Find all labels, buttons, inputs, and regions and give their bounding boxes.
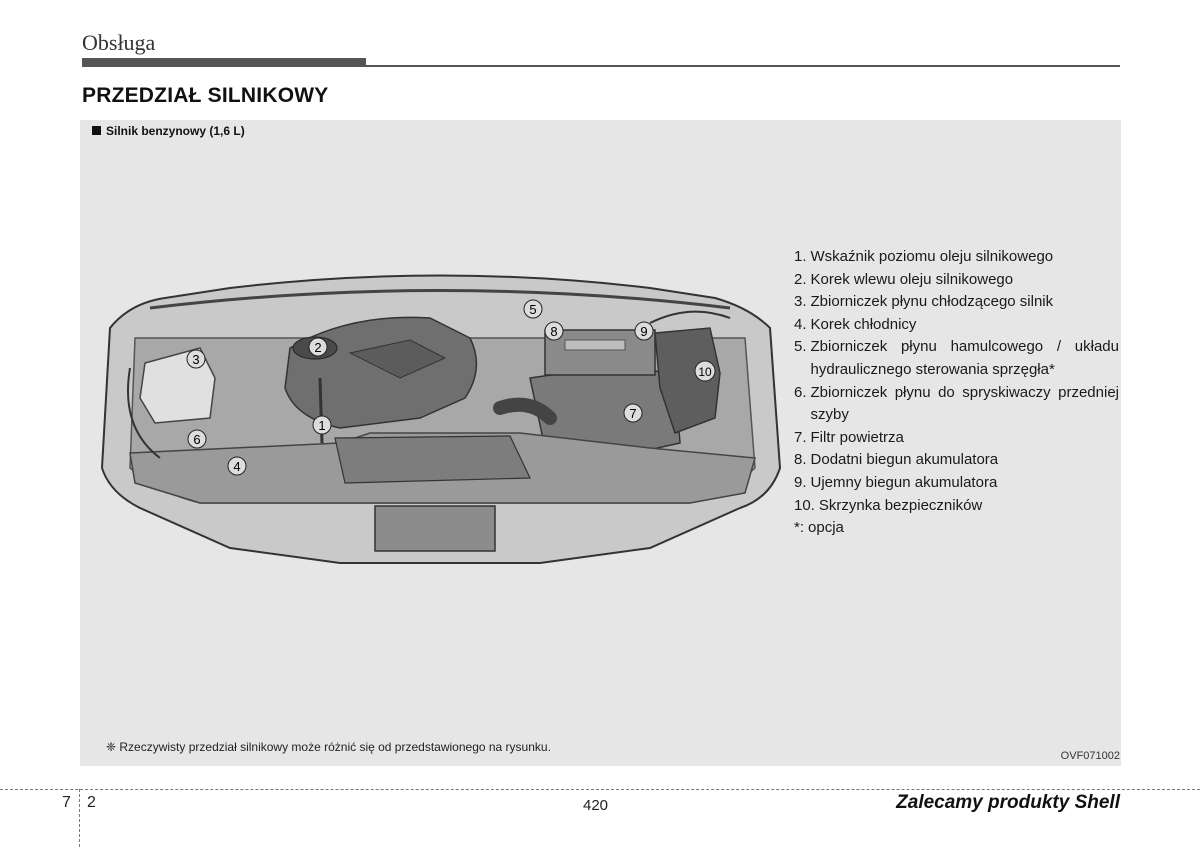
section-title: Obsługa [82,30,156,55]
callout-7: 7 [623,403,643,423]
legend-list: 1.Wskaźnik poziomu oleju silnikowego 2.K… [794,246,1119,540]
figure-code: OVF071002 [1060,750,1120,762]
legend-item: *:opcja [794,519,844,537]
footer-brand: Zalecamy produkty Shell [896,792,1120,813]
svg-text:5: 5 [529,302,536,317]
legend-item: 7.Filtr powietrza [794,428,904,446]
engine-cover-ridge [348,339,447,379]
page-title: PRZEDZIAŁ SILNIKOWY [82,84,329,107]
callout-4: 4 [227,456,247,476]
legend-item: 8.Dodatni biegun akumulatora [794,451,999,469]
svg-text:8: 8 [550,324,557,339]
legend-item: 5.Zbiorniczek płynu hamulcowego / układu… [794,338,1119,378]
chapter-number: 7 [62,794,71,811]
legend-item: 1.Wskaźnik poziomu oleju silnikowego [794,248,1054,265]
legend-item: 2.Korek wlewu oleju silnikowego [794,270,1014,288]
square-bullet-icon [92,126,101,135]
svg-text:4: 4 [233,459,240,474]
svg-text:3: 3 [192,352,199,367]
header-rule [366,65,1120,67]
callout-1: 1 [312,415,332,435]
washer-hose [127,367,161,459]
svg-text:7: 7 [629,406,636,421]
page-in-chapter: 2 [87,794,96,811]
engine-bay-illustration: 1 2 3 4 5 6 7 8 9 10 [100,274,782,564]
footer-dashed-rule [0,789,1200,790]
svg-text:1: 1 [318,418,325,433]
callout-8: 8 [544,321,564,341]
callout-3: 3 [186,349,206,369]
intake-hose [493,397,557,425]
hood-inner-rim [149,289,731,310]
radiator-cover [334,435,531,484]
svg-text:6: 6 [193,432,200,447]
battery-label [564,339,626,351]
callout-6: 6 [187,429,207,449]
callout-9: 9 [634,321,654,341]
legend-item: 4.Korek chłodnicy [794,315,917,333]
legend-item: 3.Zbiorniczek płynu chłodzącego silnik [794,293,1054,311]
figure-panel: Silnik benzynowy (1,6 L) 1 2 3 4 5 6 [80,120,1121,766]
battery [544,329,656,376]
hood-latch [374,505,496,552]
svg-text:9: 9 [640,324,647,339]
legend-item: 9.Ujemny biegun akumulatora [794,473,998,491]
battery-cable [649,310,731,324]
header-bar-dark [82,58,366,67]
callout-2: 2 [308,337,328,357]
svg-text:10: 10 [698,365,712,379]
figure-footnote: ❈ Rzeczywisty przedział silnikowy może r… [106,740,551,754]
svg-text:2: 2 [314,340,321,355]
legend-item: 6.Zbiorniczek płynu do spryskiwaczy prze… [794,383,1119,424]
variant-label: Silnik benzynowy (1,6 L) [92,124,245,138]
page-number: 420 [583,797,609,814]
variant-label-text: Silnik benzynowy (1,6 L) [106,124,245,138]
fuse-box [654,327,721,434]
footer-dashed-divider [79,789,80,847]
legend-item: 10.Skrzynka bezpieczników [794,496,983,514]
callout-5: 5 [523,299,543,319]
callout-10: 10 [694,360,716,382]
